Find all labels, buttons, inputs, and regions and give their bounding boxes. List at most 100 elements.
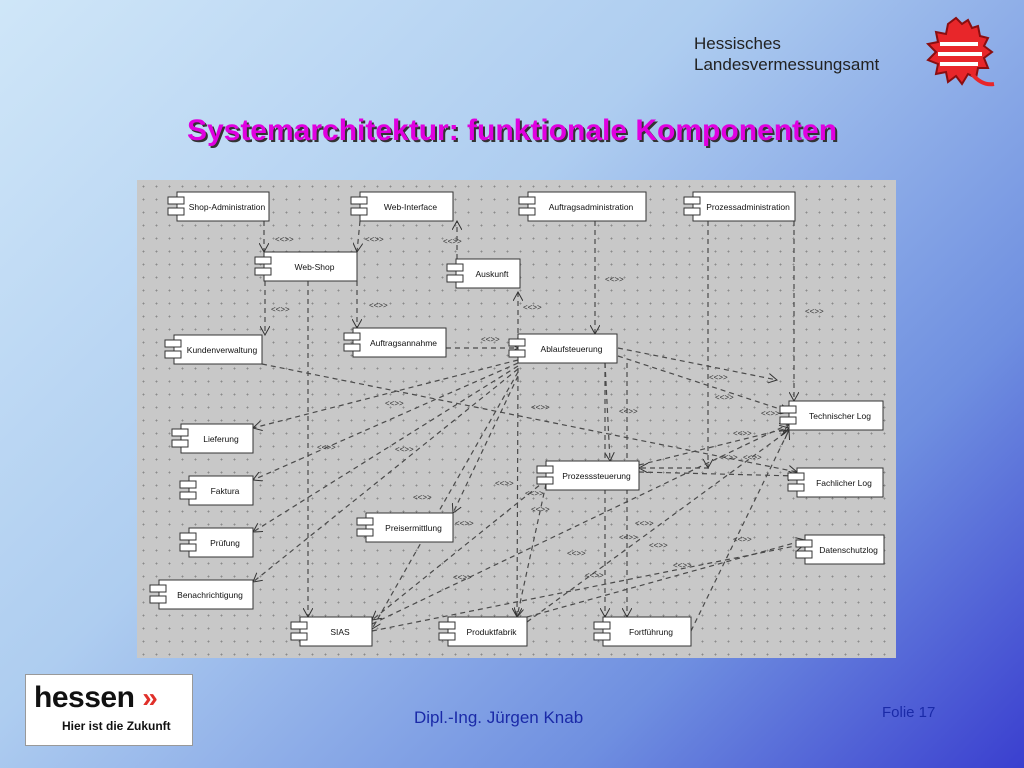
dependency-label: <<>> — [585, 571, 604, 580]
component-tab-icon — [179, 480, 197, 489]
dependency-label: <<>> — [271, 305, 290, 314]
component-tab-icon — [787, 472, 805, 481]
component-auskunft[interactable]: Auskunft — [446, 258, 521, 289]
dependency-label: <<>> — [275, 235, 294, 244]
component-tab-icon — [356, 517, 374, 526]
slide-number: Folie 17 — [882, 704, 936, 721]
dependency-label: <<>> — [715, 393, 734, 402]
component-prozessadmin[interactable]: Prozessadministration — [683, 191, 796, 222]
component-tab-icon — [508, 338, 526, 347]
component-label: Preisermittlung — [385, 523, 442, 533]
component-label: Auskunft — [475, 269, 509, 279]
dependency-arrow — [357, 220, 360, 252]
component-tab-icon — [795, 539, 813, 548]
dependency-label: <<>> — [385, 399, 404, 408]
component-tab-icon — [356, 528, 374, 537]
component-pruefung[interactable]: Prüfung — [179, 527, 254, 558]
component-benachrichtigung[interactable]: Benachrichtigung — [149, 579, 254, 610]
component-kundenverwaltung[interactable]: Kundenverwaltung — [164, 334, 263, 365]
component-label: Benachrichtigung — [177, 590, 243, 600]
component-label: Web-Shop — [294, 262, 334, 272]
component-preisermittlung[interactable]: Preisermittlung — [356, 512, 454, 543]
dependency-label: <<>> — [805, 307, 824, 316]
component-label: Prozessadministration — [706, 202, 790, 212]
dependency-arrow — [638, 472, 797, 476]
slide-title: Systemarchitektur: funktionale Komponent… — [186, 114, 838, 147]
author-name: Dipl.-Ing. Jürgen Knab — [414, 708, 584, 727]
component-sias[interactable]: SIAS — [290, 616, 373, 647]
component-label: Web-Interface — [384, 202, 438, 212]
component-label: Ablaufsteuerung — [541, 344, 603, 354]
dependency-label: <<>> — [733, 535, 752, 544]
component-tab-icon — [683, 196, 701, 205]
dependency-arrow — [371, 544, 805, 632]
component-tab-icon — [343, 332, 361, 341]
dependency-arrow — [253, 359, 519, 428]
component-faktura[interactable]: Faktura — [179, 475, 254, 506]
component-label: Kundenverwaltung — [187, 345, 258, 355]
dependency-arrow — [253, 368, 519, 582]
component-tab-icon — [179, 532, 197, 541]
component-web-shop[interactable]: Web-Shop — [254, 251, 358, 282]
component-tab-icon — [179, 491, 197, 500]
component-shop-admin[interactable]: Shop-Administration — [167, 191, 270, 222]
component-tab-icon — [779, 405, 797, 414]
component-auftragsadmin[interactable]: Auftragsadministration — [518, 191, 647, 222]
component-label: Datenschutzlog — [819, 545, 878, 555]
dependency-label: <<>> — [455, 519, 474, 528]
component-tab-icon — [254, 256, 272, 265]
dependency-arrow — [526, 430, 789, 623]
component-tab-icon — [290, 621, 308, 630]
component-prozesssteuerung[interactable]: Prozesssteuerung — [536, 460, 640, 491]
component-auftragsannahme[interactable]: Auftragsannahme — [343, 327, 447, 358]
diagram-canvas: <<>> <<>> <<>> <<>> <<>> <<>> <<>> <<>> <<>> <<>>… — [149, 191, 885, 647]
dependency-arrow — [604, 362, 610, 461]
component-tab-icon — [171, 428, 189, 437]
organization-line-1: Hessisches — [694, 34, 781, 53]
organization-name: Hessisches Landesvermessungsamt — [694, 33, 879, 75]
component-technischer-log[interactable]: Technischer Log — [779, 400, 884, 431]
component-fortfuehrung[interactable]: Fortführung — [593, 616, 692, 647]
dependency-label: <<>> — [719, 453, 738, 462]
component-ablaufsteuerung[interactable]: Ablaufsteuerung — [508, 333, 618, 364]
dependency-arrow — [517, 483, 547, 617]
dependency-label: <<>> — [649, 541, 668, 550]
dependency-label: <<>> — [733, 429, 752, 438]
component-produktfabrik[interactable]: Produktfabrik — [438, 616, 528, 647]
component-label: Technischer Log — [809, 411, 871, 421]
component-lieferung[interactable]: Lieferung — [171, 423, 254, 454]
dependency-label: <<>> — [443, 237, 462, 246]
component-tab-icon — [290, 632, 308, 641]
component-datenschutzlog[interactable]: Datenschutzlog — [795, 534, 885, 565]
dependency-arrow — [253, 365, 519, 532]
component-fachlicher-log[interactable]: Fachlicher Log — [787, 467, 884, 498]
component-tab-icon — [164, 350, 182, 359]
logo-chevrons: » — [142, 682, 158, 713]
component-diagram: <<>> <<>> <<>> <<>> <<>> <<>> <<>> <<>> <<>> <<>>… — [137, 180, 896, 658]
dependency-label: <<>> — [635, 519, 654, 528]
organization-line-2: Landesvermessungsamt — [694, 55, 880, 74]
component-tab-icon — [171, 439, 189, 448]
component-web-interface[interactable]: Web-Interface — [350, 191, 454, 222]
dependency-label: <<>> — [673, 561, 692, 570]
dependency-arrow — [372, 479, 547, 620]
component-tab-icon — [343, 343, 361, 352]
component-tab-icon — [350, 196, 368, 205]
dependency-label: <<>> — [495, 479, 514, 488]
component-tab-icon — [167, 196, 185, 205]
component-tab-icon — [438, 632, 456, 641]
logo-wordmark: hessen » — [34, 681, 158, 715]
component-tab-icon — [518, 196, 536, 205]
component-tab-icon — [179, 543, 197, 552]
component-tab-icon — [254, 267, 272, 276]
dependency-label: <<>> — [567, 549, 586, 558]
component-label: Fachlicher Log — [816, 478, 872, 488]
component-tab-icon — [779, 416, 797, 425]
dependency-label: <<>> — [525, 489, 544, 498]
component-label: Auftragsannahme — [370, 338, 437, 348]
logo-tagline: Hier ist die Zukunft — [62, 719, 171, 733]
component-tab-icon — [167, 207, 185, 216]
dependency-label: <<>> — [619, 407, 638, 416]
component-label: Produktfabrik — [466, 627, 517, 637]
